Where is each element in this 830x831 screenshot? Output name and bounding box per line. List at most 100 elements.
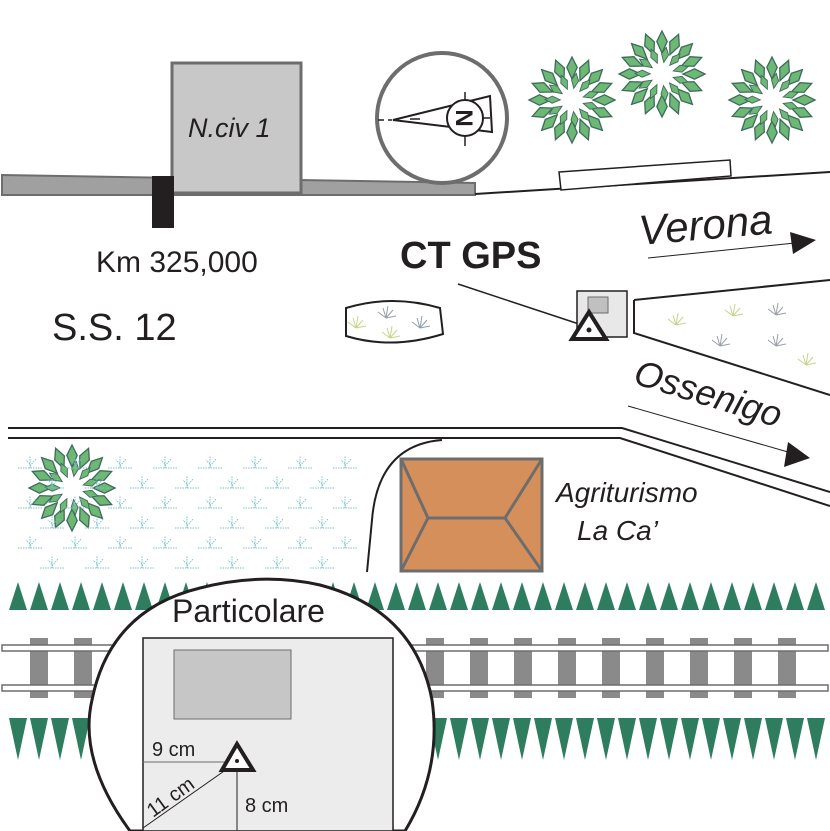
hedge-spike (513, 582, 531, 610)
leaf (778, 108, 791, 122)
leaf (760, 74, 768, 91)
rail-sleeper (690, 638, 708, 698)
hedge-spike (513, 718, 531, 760)
marsh-symbol (17, 455, 43, 469)
leaf (571, 72, 580, 90)
marsh-symbol (107, 535, 133, 549)
marsh-symbol (242, 535, 268, 549)
hedge-spike (786, 582, 804, 610)
marsh-symbol (287, 455, 313, 469)
leaf (578, 108, 591, 122)
dim-vertical: 8 cm (245, 795, 288, 817)
leaf (771, 72, 780, 90)
hedge-spike (429, 582, 447, 610)
dim-horizontal: 9 cm (152, 739, 195, 761)
leaf (668, 91, 680, 116)
detail-callout: Particolare 9 cm 11 cm 8 cm (87, 577, 436, 831)
leaf (669, 53, 681, 67)
leaf (582, 90, 599, 99)
leaf (791, 94, 817, 106)
marsh-symbol (332, 455, 358, 469)
marsh-symbol (219, 475, 245, 489)
hedge-spike (492, 718, 510, 760)
hedge-spike (450, 582, 468, 610)
leaf (59, 497, 68, 514)
marsh-symbol (107, 455, 133, 469)
marsh-symbol (197, 495, 223, 509)
leaf (779, 58, 790, 83)
station-label: CT GPS (400, 235, 541, 277)
building-ncix1[interactable]: N.civ 1 (170, 61, 303, 195)
leaf (782, 101, 799, 110)
leaf (540, 68, 559, 87)
marsh-symbol (129, 515, 155, 529)
leaf (82, 489, 99, 498)
hedge-spike (786, 718, 804, 760)
leaf (759, 109, 768, 126)
hedge-spike (93, 582, 111, 610)
detail-title: Particolare (172, 593, 325, 629)
marsh-symbol (152, 455, 178, 469)
leaf (748, 105, 763, 115)
hedge-spike (450, 718, 468, 760)
marsh-symbol (309, 515, 335, 529)
leaf (668, 82, 681, 96)
hedge-spike (555, 718, 573, 760)
rail-sleeper (30, 638, 48, 698)
hedge-spike (618, 718, 636, 760)
leaf (570, 110, 579, 128)
grass-wedge (633, 279, 830, 396)
hedge-spike (534, 718, 552, 760)
hedge-spike (660, 718, 678, 760)
hedge-spike (9, 582, 27, 610)
gps-benchmark-icon[interactable] (568, 308, 610, 341)
hedge-top (9, 582, 825, 610)
leaf (649, 83, 658, 100)
leaf (543, 95, 562, 104)
leaf (740, 68, 759, 87)
rail-sleeper (734, 638, 752, 698)
marsh-symbol (264, 475, 290, 489)
leaf (730, 82, 755, 93)
hedge-spike (492, 582, 510, 610)
hedge-spike (30, 582, 48, 610)
leaf (30, 470, 55, 481)
tree-1 (527, 55, 617, 145)
leaf (582, 101, 599, 110)
detail-benchmark-icon (218, 740, 257, 772)
leaf (630, 87, 649, 106)
leaf (78, 505, 90, 530)
marsh-symbol (264, 515, 290, 529)
hedge-spike (744, 718, 762, 760)
hedge-spike (639, 582, 657, 610)
farm-building[interactable] (399, 457, 544, 573)
hedge-spike (639, 718, 657, 760)
direction-verona: Verona (637, 195, 816, 259)
tree-3 (727, 55, 817, 145)
leaf (638, 58, 654, 69)
farm-label-line1: Agriturismo (554, 477, 698, 508)
rail-sleeper (74, 638, 92, 698)
km-marker-label: Km 325,000 (96, 246, 258, 279)
farm-driveway (366, 439, 443, 573)
marsh-symbol (264, 555, 290, 569)
rail-sleeper (646, 638, 664, 698)
compass-north-letter: N (450, 109, 477, 126)
hedge-spike (807, 582, 825, 610)
rail-sleeper (470, 638, 488, 698)
marsh-symbol (129, 555, 155, 569)
hedge-spike (51, 582, 69, 610)
hedge-spike (51, 718, 69, 760)
marsh-symbol (332, 535, 358, 549)
leaf (778, 117, 790, 142)
marsh-symbol (129, 475, 155, 489)
marsh-symbol (174, 475, 200, 489)
marsh-symbol (309, 475, 335, 489)
leaf (661, 46, 670, 64)
rail-sleeper (778, 638, 796, 698)
station-leader-line (457, 283, 583, 326)
marsh-symbol (174, 555, 200, 569)
leaf (779, 79, 791, 93)
rail-sleeper (558, 638, 576, 698)
farm-label-line2: La Ca’ (577, 515, 659, 546)
